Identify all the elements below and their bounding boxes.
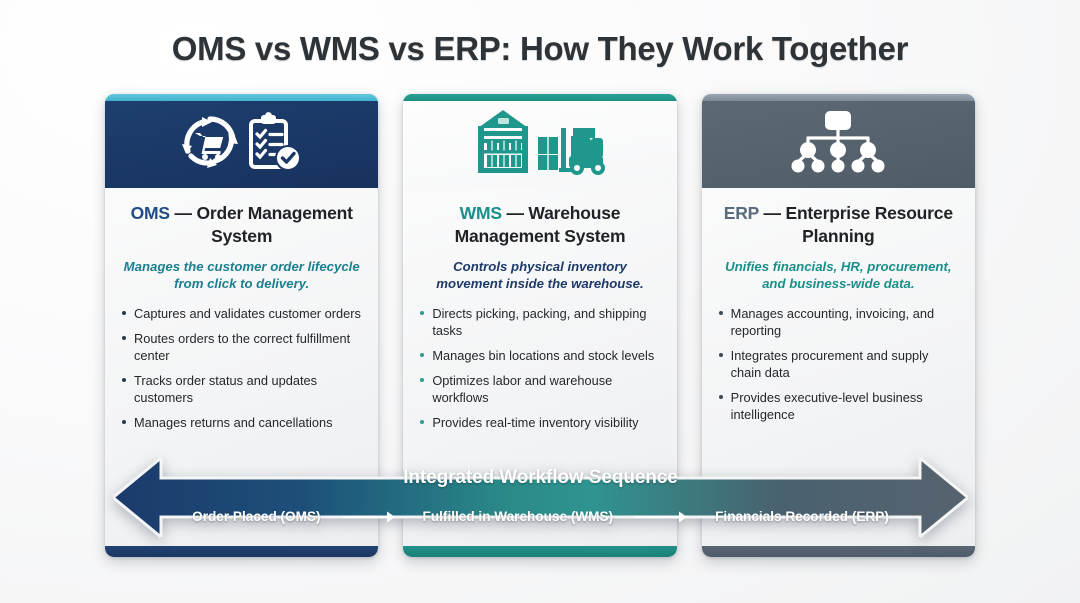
list-item: Integrates procurement and supply chain … <box>718 347 959 381</box>
list-item: Routes orders to the correct fulfillment… <box>121 330 362 364</box>
card-tagline-oms: Manages the customer order lifecycle fro… <box>123 259 360 292</box>
list-item: Tracks order status and updates customer… <box>121 372 362 406</box>
card-bottom-bar-wms <box>403 546 677 557</box>
card-title-rest-oms: — Order Management System <box>169 203 353 247</box>
list-item: Manages bin locations and stock levels <box>419 347 660 364</box>
card-title-oms: OMS — Order Management System <box>121 202 362 248</box>
card-bottom-bar-erp <box>701 546 975 557</box>
card-body-erp: ERP — Enterprise Resource Planning Unifi… <box>702 188 975 546</box>
card-top-strip-erp <box>701 94 975 101</box>
workflow-banner: Integrated Workflow Sequence Order Place… <box>113 456 968 539</box>
list-item: Captures and validates customer orders <box>121 305 362 322</box>
card-acronym-erp: ERP <box>723 203 759 223</box>
warehouse-forklift-icon <box>465 106 615 183</box>
shopping-cart-refresh-clipboard-icon <box>176 110 308 179</box>
card-title-rest-wms: — Warehouse Management System <box>454 203 626 247</box>
list-item: Manages returns and cancellations <box>121 414 362 431</box>
card-bullets-oms: Captures and validates customer orders R… <box>121 305 362 431</box>
list-item: Directs picking, packing, and shipping t… <box>419 305 660 339</box>
card-title-rest-erp: — Enterprise Resource Planning <box>758 203 954 247</box>
card-bottom-bar-oms <box>105 546 379 557</box>
page-title: OMS vs WMS vs ERP: How They Work Togethe… <box>171 30 909 67</box>
card-title-erp: ERP — Enterprise Resource Planning <box>718 202 959 248</box>
card-bullets-wms: Directs picking, packing, and shipping t… <box>419 305 660 431</box>
list-item: Provides real-time inventory visibility <box>419 414 660 431</box>
card-top-strip-oms <box>105 94 379 101</box>
card-tagline-erp: Unifies financials, HR, procurement, and… <box>725 259 952 292</box>
card-top-strip-wms <box>403 94 677 101</box>
card-acronym-oms: OMS <box>130 203 170 223</box>
card-body-wms: WMS — Warehouse Management System Contro… <box>403 188 676 546</box>
card-title-wms: WMS — Warehouse Management System <box>419 202 660 248</box>
card-header-oms <box>105 101 379 188</box>
card-body-oms: OMS — Order Management System Manages th… <box>105 188 378 546</box>
list-item: Optimizes labor and warehouse workflows <box>419 372 660 406</box>
card-header-erp <box>701 101 975 188</box>
card-acronym-wms: WMS <box>459 203 502 223</box>
list-item: Provides executive-level business intell… <box>718 389 959 423</box>
card-header-wms <box>403 101 677 188</box>
card-bullets-erp: Manages accounting, invoicing, and repor… <box>718 305 959 423</box>
card-tagline-wms: Controls physical inventory movement ins… <box>436 259 644 292</box>
list-item: Manages accounting, invoicing, and repor… <box>718 305 959 339</box>
org-chart-hierarchy-icon <box>783 108 893 181</box>
